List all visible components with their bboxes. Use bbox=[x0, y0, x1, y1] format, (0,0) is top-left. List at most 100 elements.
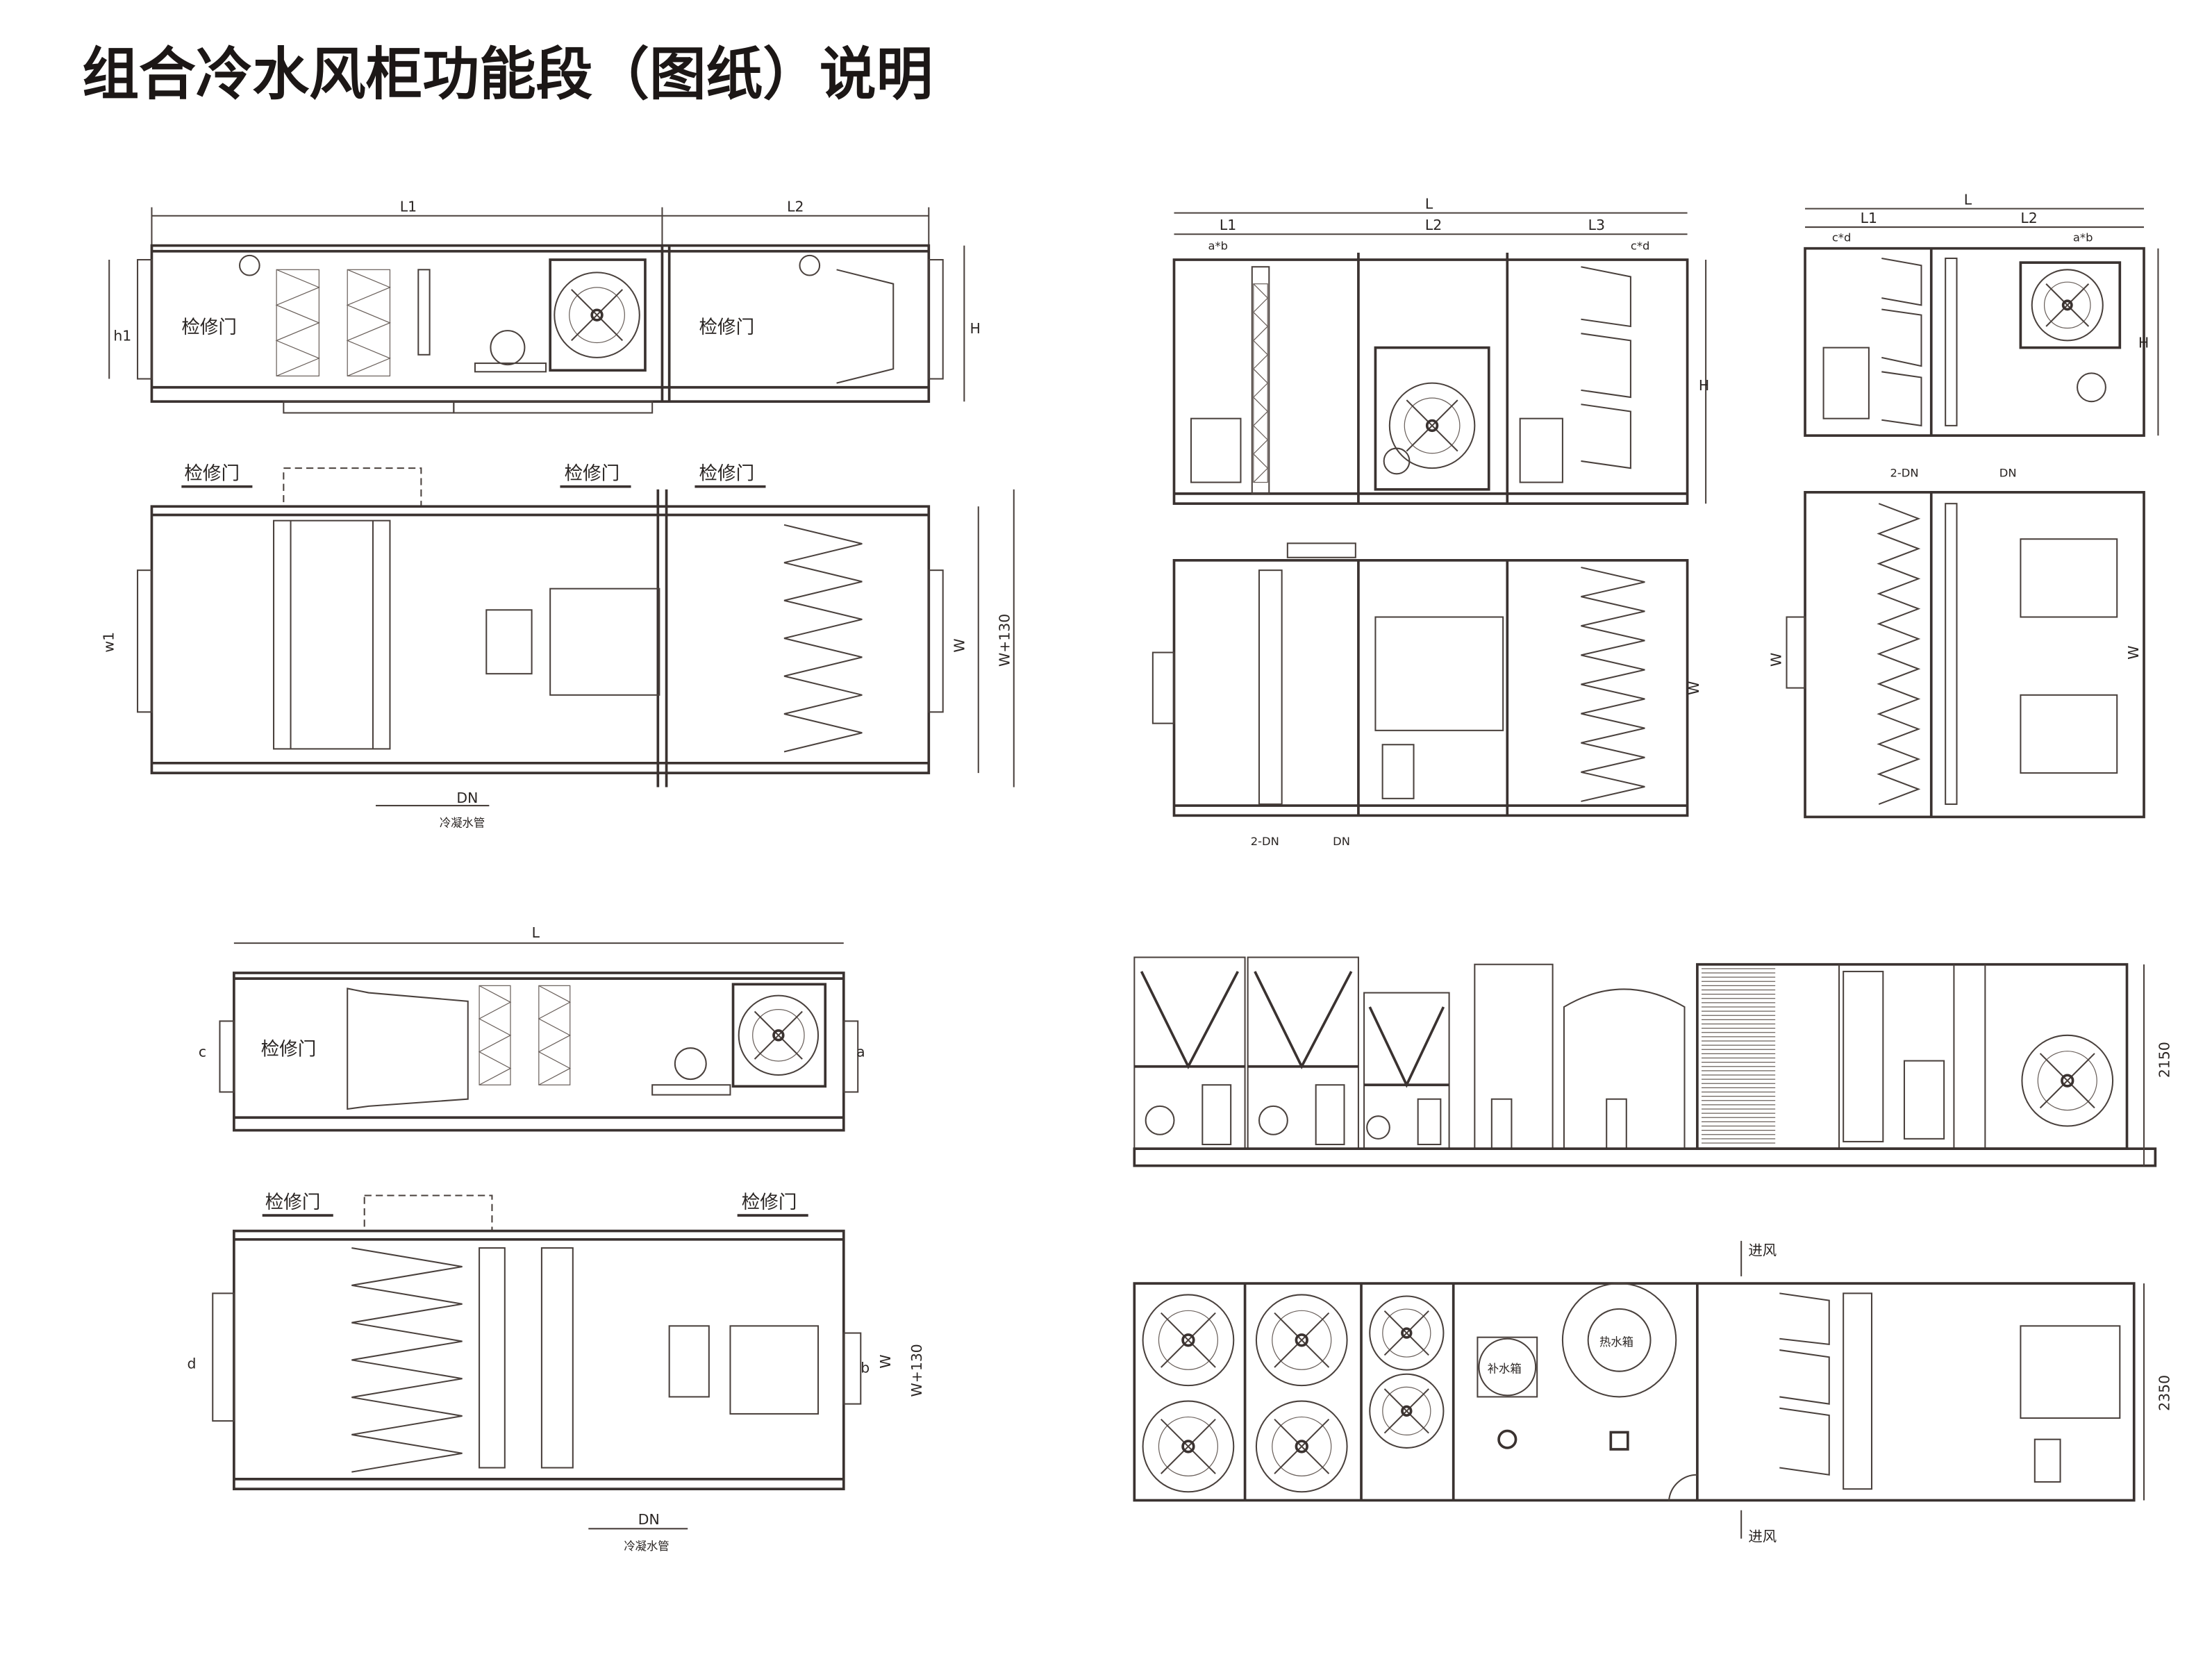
access-door-label: 检修门 bbox=[742, 1192, 797, 1213]
dim-l2: L2 bbox=[787, 199, 804, 215]
gauge-icon bbox=[239, 254, 260, 276]
dim-w1: w1 bbox=[100, 632, 117, 653]
dim-h1: h1 bbox=[113, 327, 131, 344]
system-elevation: 2150 bbox=[1133, 956, 2173, 1167]
dim-w: W bbox=[2125, 646, 2142, 660]
fan-icon bbox=[1369, 1295, 1445, 1371]
system-plan-view: 进风 补水箱 热水箱 2350 进风 bbox=[1133, 1240, 2173, 1545]
fan-box bbox=[549, 258, 647, 372]
fan-icon bbox=[2031, 269, 2104, 342]
dn-label: DN bbox=[1333, 835, 1350, 848]
pump-icon bbox=[1497, 1429, 1517, 1449]
access-door-label: 检修门 bbox=[699, 462, 755, 484]
fan-icon bbox=[1369, 1373, 1445, 1449]
hot-water-tank bbox=[1563, 988, 1686, 1149]
gauge-icon bbox=[799, 254, 821, 276]
access-door-label: 检修门 bbox=[181, 317, 237, 338]
dim-a: a bbox=[856, 1043, 865, 1060]
dim-w: W bbox=[1768, 653, 1784, 667]
hot-water-tank-label: 热水箱 bbox=[1599, 1335, 1633, 1349]
dim-h: H bbox=[2138, 335, 2149, 351]
dim-cd: c*d bbox=[1832, 231, 1852, 244]
dim-l: L bbox=[1964, 191, 1972, 208]
motor-icon bbox=[674, 1047, 707, 1081]
fan-icon bbox=[1255, 1294, 1348, 1387]
filter-pleats bbox=[351, 1247, 463, 1473]
dim-l2: L2 bbox=[2020, 210, 2037, 226]
filter-pleats bbox=[538, 985, 572, 1085]
louver-intake bbox=[1702, 968, 1776, 1144]
fan-icon bbox=[554, 272, 640, 358]
dim-ab: a*b bbox=[2073, 231, 2093, 244]
unit-b-side-elevation: L L1 L2 L3 a*b c*d H bbox=[1172, 196, 1709, 506]
dim-l: L bbox=[1425, 196, 1433, 212]
ahu-unit bbox=[1696, 962, 2129, 1150]
dim-w130: W+130 bbox=[997, 614, 1013, 667]
condensate-pipe-label: 冷凝水管 bbox=[624, 1540, 669, 1553]
dim-h: H bbox=[970, 320, 980, 337]
air-inlet-label: 进风 bbox=[1748, 1528, 1777, 1545]
fan-box bbox=[729, 1325, 820, 1415]
fan-icon bbox=[1142, 1294, 1235, 1387]
dim-l1: L1 bbox=[1220, 217, 1236, 233]
access-door-label: 检修门 bbox=[565, 462, 620, 484]
dim-w130: W+130 bbox=[908, 1344, 925, 1397]
page-title: 组合冷水风柜功能段（图纸）说明 bbox=[82, 42, 933, 108]
dim-l1: L1 bbox=[1861, 210, 1877, 226]
control-cabinet bbox=[1474, 963, 1554, 1150]
fan-icon bbox=[1388, 382, 1476, 469]
fan-icon bbox=[738, 994, 820, 1076]
dim-w: W bbox=[877, 1354, 894, 1368]
motor-icon bbox=[2077, 372, 2106, 403]
dim-l3: L3 bbox=[1588, 217, 1605, 233]
two-dn-label: 2-DN bbox=[1251, 835, 1279, 848]
unit-a-side-elevation: L1 L2 检修门 检修门 H h1 bbox=[108, 199, 981, 414]
pump-icon bbox=[1606, 1098, 1627, 1150]
motor-icon bbox=[2034, 1438, 2061, 1483]
access-door-label: 检修门 bbox=[265, 1192, 321, 1213]
access-door-label: 检修门 bbox=[184, 462, 240, 484]
dim-h: H bbox=[1699, 377, 1709, 394]
chiller-unit bbox=[1363, 992, 1450, 1150]
filter-pleats bbox=[1581, 567, 1645, 802]
filter-pleats bbox=[275, 269, 320, 377]
dim-b: b bbox=[860, 1360, 870, 1376]
chiller-unit bbox=[1247, 956, 1359, 1150]
dim-w: W bbox=[1686, 681, 1702, 695]
motor-icon bbox=[485, 609, 533, 675]
dim-l2: L2 bbox=[1425, 217, 1442, 233]
dim-2150: 2150 bbox=[2156, 1042, 2173, 1078]
motor-icon bbox=[490, 330, 526, 366]
access-door-label: 检修门 bbox=[699, 317, 755, 338]
unit-a-plan-view: 检修门 检修门 检修门 DN 冷凝水管 W W+130 w1 bbox=[100, 462, 1015, 830]
fan-box bbox=[549, 588, 660, 696]
fan-icon bbox=[1255, 1400, 1348, 1493]
dn-label: DN bbox=[638, 1511, 660, 1528]
air-inlet-label: 进风 bbox=[1748, 1242, 1777, 1258]
fan-icon bbox=[1142, 1400, 1235, 1493]
dim-w: W bbox=[951, 638, 967, 652]
unit-b-plan-view: W 2-DN DN bbox=[1151, 542, 1702, 848]
filter-pleats bbox=[783, 524, 863, 753]
unit-c-plan-view: 2-DN DN W W bbox=[1768, 466, 2145, 819]
filter-pleats bbox=[478, 985, 512, 1085]
unit-c-side-elevation: L L1 L2 c*d a*b H bbox=[1804, 191, 2159, 438]
filter-pleats bbox=[1252, 283, 1269, 483]
fan-icon bbox=[2021, 1034, 2114, 1127]
pump-icon bbox=[1609, 1431, 1629, 1451]
pump-icon bbox=[1490, 1098, 1513, 1150]
motor-icon bbox=[668, 1325, 710, 1398]
access-door-label: 检修门 bbox=[261, 1038, 317, 1060]
filter-pleats bbox=[346, 269, 392, 377]
two-dn-label: 2-DN bbox=[1890, 466, 1919, 479]
unit-d-plan-view: 检修门 检修门 d b W W+130 DN 冷凝水管 bbox=[188, 1192, 926, 1553]
dim-c: c bbox=[199, 1043, 206, 1060]
condensate-pipe-label: 冷凝水管 bbox=[440, 817, 485, 830]
dim-l: L bbox=[532, 924, 540, 941]
unit-d-side-elevation: L 检修门 c a bbox=[199, 924, 865, 1132]
motor-icon bbox=[1383, 447, 1411, 475]
makeup-tank-label: 补水箱 bbox=[1488, 1362, 1522, 1376]
dim-cd: c*d bbox=[1631, 240, 1650, 253]
dim-2350: 2350 bbox=[2156, 1375, 2173, 1411]
